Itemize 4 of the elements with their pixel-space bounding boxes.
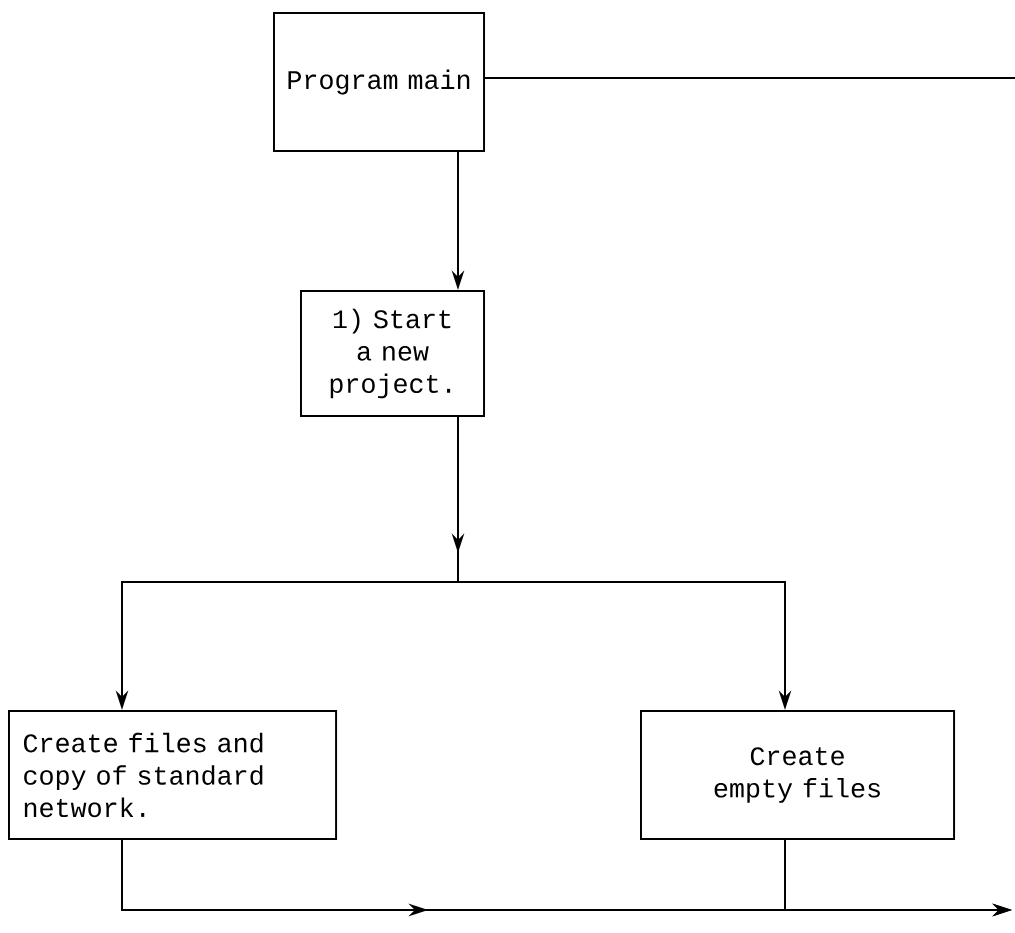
process-box: Create files and copy of standard network. [8, 710, 338, 840]
process-box: 1) Start a new project. [300, 290, 485, 417]
process-box: Create empty files [640, 710, 956, 840]
process-box: Program main [273, 12, 486, 152]
